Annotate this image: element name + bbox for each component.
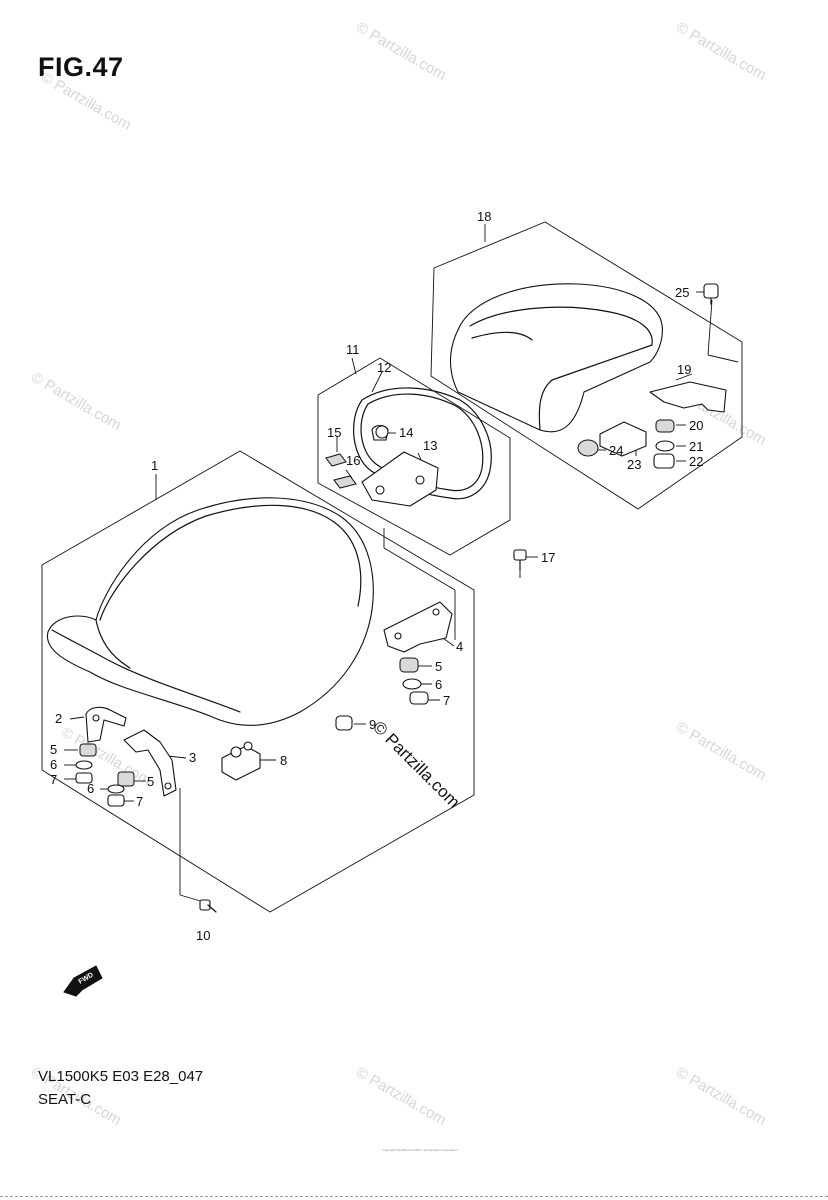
mounting-plate [361, 451, 439, 507]
callout-24: 24 [609, 443, 623, 458]
copyright-note: Copyright Partzilla.com 2024 / Suzuki Mo… [382, 1148, 458, 1152]
front-seat [46, 497, 374, 726]
front-bracket-2 [85, 706, 127, 743]
bolt-10 [199, 899, 217, 913]
rear-bracket-4 [383, 601, 453, 653]
front-seat-frame [41, 450, 475, 913]
front-bracket-3 [123, 729, 177, 797]
watermark: © Partzilla.com [673, 19, 769, 84]
assembly-frames [41, 221, 743, 913]
callout-6: 6 [87, 781, 94, 796]
watermark: © Partzilla.com [38, 69, 134, 134]
rear-seat [450, 283, 663, 433]
watermark: © Partzilla.com [28, 369, 124, 434]
watermark: © Partzilla.com [353, 19, 449, 84]
callout-25: 25 [675, 285, 689, 300]
callout-5: 5 [435, 659, 442, 674]
callout-10: 10 [196, 928, 210, 943]
callout-labels: 1 2 3 4 5 6 7 5 6 7 5 6 7 8 9 10 11 12 1… [50, 209, 703, 943]
callout-4: 4 [456, 639, 463, 654]
callout-8: 8 [280, 753, 287, 768]
callout-16: 16 [346, 453, 360, 468]
callout-1: 1 [151, 458, 158, 473]
callout-6: 6 [50, 757, 57, 772]
section-name: SEAT-C [38, 1091, 92, 1108]
callout-13: 13 [423, 438, 437, 453]
callout-12: 12 [377, 360, 391, 375]
callout-5: 5 [147, 774, 154, 789]
callout-7: 7 [50, 772, 57, 787]
clip-8 [221, 741, 261, 781]
callout-23: 23 [627, 457, 641, 472]
callout-11: 11 [346, 342, 360, 357]
rear-seat-hardware [577, 283, 727, 469]
callout-9: 9 [369, 717, 376, 732]
watermark: © Partzilla.com [673, 719, 769, 784]
callout-6: 6 [435, 677, 442, 692]
callout-15: 15 [327, 425, 341, 440]
callout-5: 5 [50, 742, 57, 757]
watermark-center: © Partzilla.com [369, 717, 463, 811]
backrest-frame [325, 387, 492, 507]
figure-title: FIG.47 [38, 52, 124, 82]
callout-17: 17 [541, 550, 555, 565]
watermark: © Partzilla.com [353, 1064, 449, 1129]
callout-2: 2 [55, 711, 62, 726]
callout-20: 20 [689, 418, 703, 433]
callout-21: 21 [689, 439, 703, 454]
callout-3: 3 [189, 750, 196, 765]
callout-14: 14 [399, 425, 413, 440]
callout-7: 7 [136, 794, 143, 809]
cushions [75, 657, 429, 807]
fasteners-small [375, 425, 527, 571]
watermark: © Partzilla.com [673, 1064, 769, 1129]
page-bottom-rule [0, 1196, 828, 1197]
forward-arrow: FWD [63, 965, 103, 997]
rear-seat-frame [430, 221, 743, 510]
callout-7: 7 [443, 693, 450, 708]
model-code: VL1500K5 E03 E28_047 [38, 1068, 204, 1085]
backrest-bracket-frame [317, 357, 511, 556]
callout-22: 22 [689, 454, 703, 469]
callout-19: 19 [677, 362, 691, 377]
leader-lines [64, 224, 739, 903]
callout-18: 18 [477, 209, 491, 224]
